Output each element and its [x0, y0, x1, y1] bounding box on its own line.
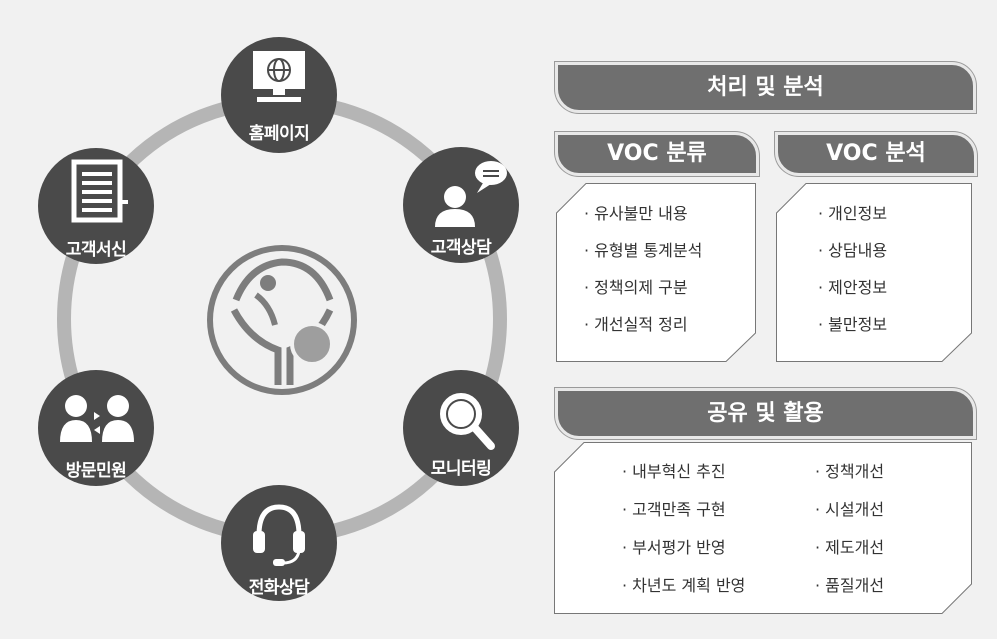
list-item: · 정책의제 구분: [584, 278, 688, 297]
center-emblem-icon: [207, 245, 357, 395]
sharing-left-list: · 내부혁신 추진 · 고객만족 구현 · 부서평가 반영 · 차년도 계획 반…: [622, 458, 745, 610]
sharing-header: 공유 및 활용: [555, 388, 976, 439]
list-item: · 불만정보: [818, 315, 888, 334]
list-item: · 유사불만 내용: [584, 204, 688, 223]
list-item: · 내부혁신 추진: [622, 462, 726, 481]
node-label: 고객상담: [430, 238, 492, 258]
list-item: · 개인정보: [818, 204, 888, 223]
node-phone-consult: 전화상담: [221, 485, 337, 601]
list-item: · 제도개선: [815, 538, 885, 557]
list-item: · 유형별 통계분석: [584, 241, 703, 260]
node-label: 방문민원: [65, 461, 127, 481]
list-item: · 품질개선: [815, 576, 885, 595]
list-item: · 부서평가 반영: [622, 538, 726, 557]
node-label: 모니터링: [430, 459, 492, 479]
analysis-list: · 개인정보 · 상담내용 · 제안정보 · 불만정보: [818, 200, 887, 348]
sharing-box-frame: [554, 442, 972, 614]
node-visit-complaint: 방문민원: [38, 370, 154, 486]
list-item: · 정책개선: [815, 462, 885, 481]
list-item: · 고객만족 구현: [622, 500, 726, 519]
node-monitoring: 모니터링: [403, 370, 519, 486]
node-homepage: 홈페이지: [221, 37, 337, 153]
classification-box-frame: [556, 183, 756, 362]
analysis-box-frame: [776, 183, 972, 362]
voc-analysis-header: VOC 분석: [775, 132, 977, 176]
list-item: · 시설개선: [815, 500, 885, 519]
magnifier-icon: [440, 393, 495, 450]
headset-icon: [253, 504, 305, 566]
classification-list: · 유사불만 내용 · 유형별 통계분석 · 정책의제 구분 · 개선실적 정리: [584, 200, 702, 348]
list-item: · 차년도 계획 반영: [622, 576, 746, 595]
person-chat-icon: [435, 161, 507, 227]
two-people-icon: [60, 395, 134, 442]
sharing-right-list: · 정책개선 · 시설개선 · 제도개선 · 품질개선: [815, 458, 884, 610]
node-customer-consult: 고객상담: [403, 147, 519, 263]
list-item: · 제안정보: [818, 278, 888, 297]
node-label: 전화상담: [248, 578, 310, 598]
list-item: · 개선실적 정리: [584, 315, 688, 334]
monitor-globe-icon: [253, 51, 305, 102]
list-item: · 상담내용: [818, 241, 888, 260]
voc-classification-header: VOC 분류: [555, 132, 759, 176]
node-customer-letter: 고객서신: [38, 148, 154, 264]
node-label: 고객서신: [65, 240, 127, 260]
node-label: 홈페이지: [248, 124, 310, 144]
processing-header: 처리 및 분석: [555, 62, 976, 113]
document-icon: [71, 159, 128, 223]
